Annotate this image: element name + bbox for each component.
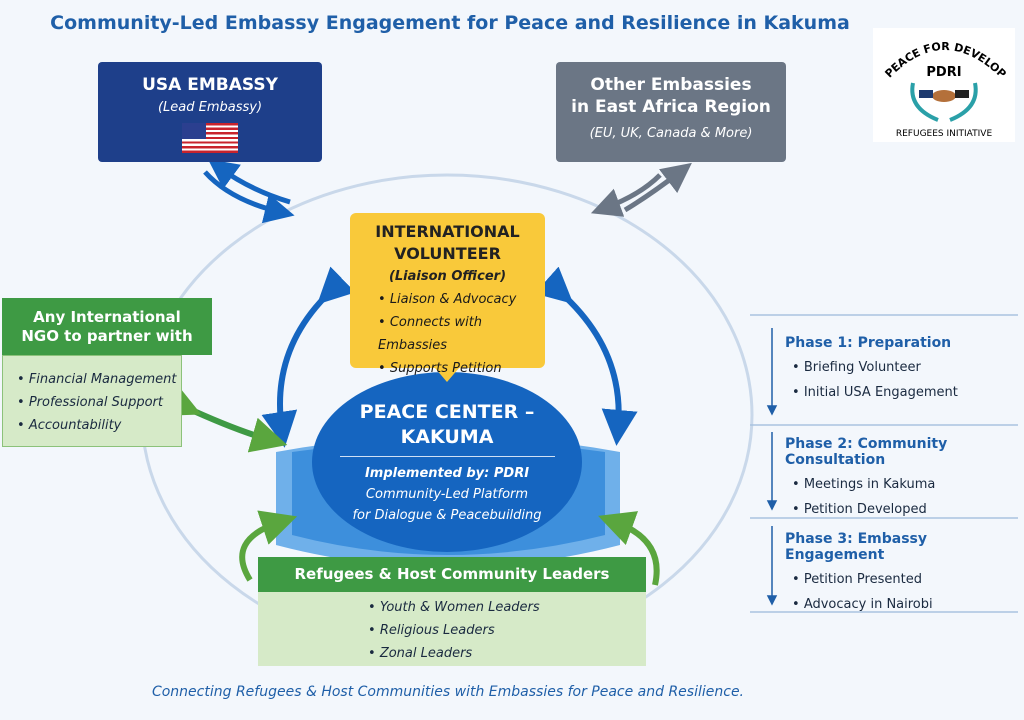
phase-2: Phase 2: Community Consultation Meetings… [752, 436, 1020, 522]
phase-item: Petition Developed [792, 497, 1020, 522]
phase-title: Phase 3: Embassy Engagement [785, 531, 928, 563]
ngo-item: Financial Management [17, 368, 181, 391]
community-header: Refugees & Host Community Leaders [258, 557, 646, 592]
volunteer-item: Liaison & Advocacy [378, 288, 545, 311]
peace-center-desc-line2: for Dialogue & Peacebuilding [352, 508, 542, 523]
volunteer-title-line1: INTERNATIONAL [375, 222, 520, 241]
ngo-title-line2: NGO to partner with [21, 327, 193, 345]
other-title-line1: Other Embassies [590, 75, 752, 95]
page-title: Community-Led Embassy Engagement for Pea… [50, 12, 850, 34]
ngo-title-line1: Any International [33, 308, 181, 326]
other-embassies-box: Other Embassies in East Africa Region (E… [556, 62, 786, 162]
usa-subtitle: (Lead Embassy) [157, 100, 263, 115]
svg-text:REFUGEES INITIATIVE: REFUGEES INITIATIVE [896, 129, 993, 139]
phase-1: Phase 1: Preparation Briefing VolunteerI… [752, 335, 1020, 405]
us-flag-icon [182, 123, 238, 153]
other-title-line2: in East Africa Region [571, 97, 771, 117]
community-body: Youth & Women Leaders Religious Leaders … [258, 592, 646, 666]
ngo-item: Accountability [17, 414, 181, 437]
usa-title: USA EMBASSY [142, 75, 278, 95]
phase-item: Initial USA Engagement [792, 380, 1020, 405]
volunteer-title-line2: VOLUNTEER [394, 244, 501, 263]
peace-center-title-line1: PEACE CENTER – [359, 401, 535, 423]
svg-text:PDRI: PDRI [926, 65, 961, 80]
other-arrow-out [623, 162, 692, 213]
volunteer-item: Connects with Embassies [378, 311, 545, 357]
volunteer-item: Supports Petition [378, 357, 545, 380]
phase-title: Phase 1: Preparation [785, 335, 952, 351]
phase-3: Phase 3: Embassy Engagement Petition Pre… [752, 531, 1020, 617]
peace-center-desc-line1: Community-Led Platform [365, 487, 529, 502]
phase-arrows [766, 328, 778, 606]
peace-center: PEACE CENTER – KAKUMA Implemented by: PD… [312, 400, 582, 526]
community-right-arrow [598, 511, 660, 586]
phase-title: Phase 2: Community Consultation [785, 436, 948, 468]
community-left-arrow [239, 510, 298, 582]
community-item: Youth & Women Leaders [368, 596, 646, 619]
usa-embassy-box: USA EMBASSY (Lead Embassy) [98, 62, 322, 162]
community-item: Zonal Leaders [368, 642, 646, 665]
ngo-body: Financial Management Professional Suppor… [2, 355, 182, 447]
ngo-item: Professional Support [17, 391, 181, 414]
footer-tagline: Connecting Refugees & Host Communities w… [151, 684, 745, 700]
other-arrow-in [590, 173, 662, 217]
international-volunteer-box: INTERNATIONAL VOLUNTEER (Liaison Officer… [350, 213, 545, 376]
community-item: Religious Leaders [368, 619, 646, 642]
phase-item: Briefing Volunteer [792, 355, 1020, 380]
peace-center-ellipse [312, 372, 582, 552]
peace-center-implemented: Implemented by: PDRI [364, 466, 530, 481]
ngo-center-arrow [161, 383, 288, 453]
pdri-logo: PEACE FOR DEVELOPMENT PDRI REFUGEES INIT… [868, 18, 1015, 142]
phase-item: Petition Presented [792, 567, 1020, 592]
phase-item: Meetings in Kakuma [792, 472, 1020, 497]
ngo-header: Any International NGO to partner with [2, 298, 212, 355]
peace-center-divider [339, 456, 555, 457]
volunteer-center-right-arrow [534, 266, 638, 446]
usa-arrow-out [207, 159, 291, 205]
volunteer-subtitle: (Liaison Officer) [388, 269, 507, 284]
other-subtitle: (EU, UK, Canada & More) [589, 126, 753, 141]
phase-item: Advocacy in Nairobi [792, 592, 1020, 617]
peace-center-title-line2: KAKUMA [400, 426, 494, 448]
